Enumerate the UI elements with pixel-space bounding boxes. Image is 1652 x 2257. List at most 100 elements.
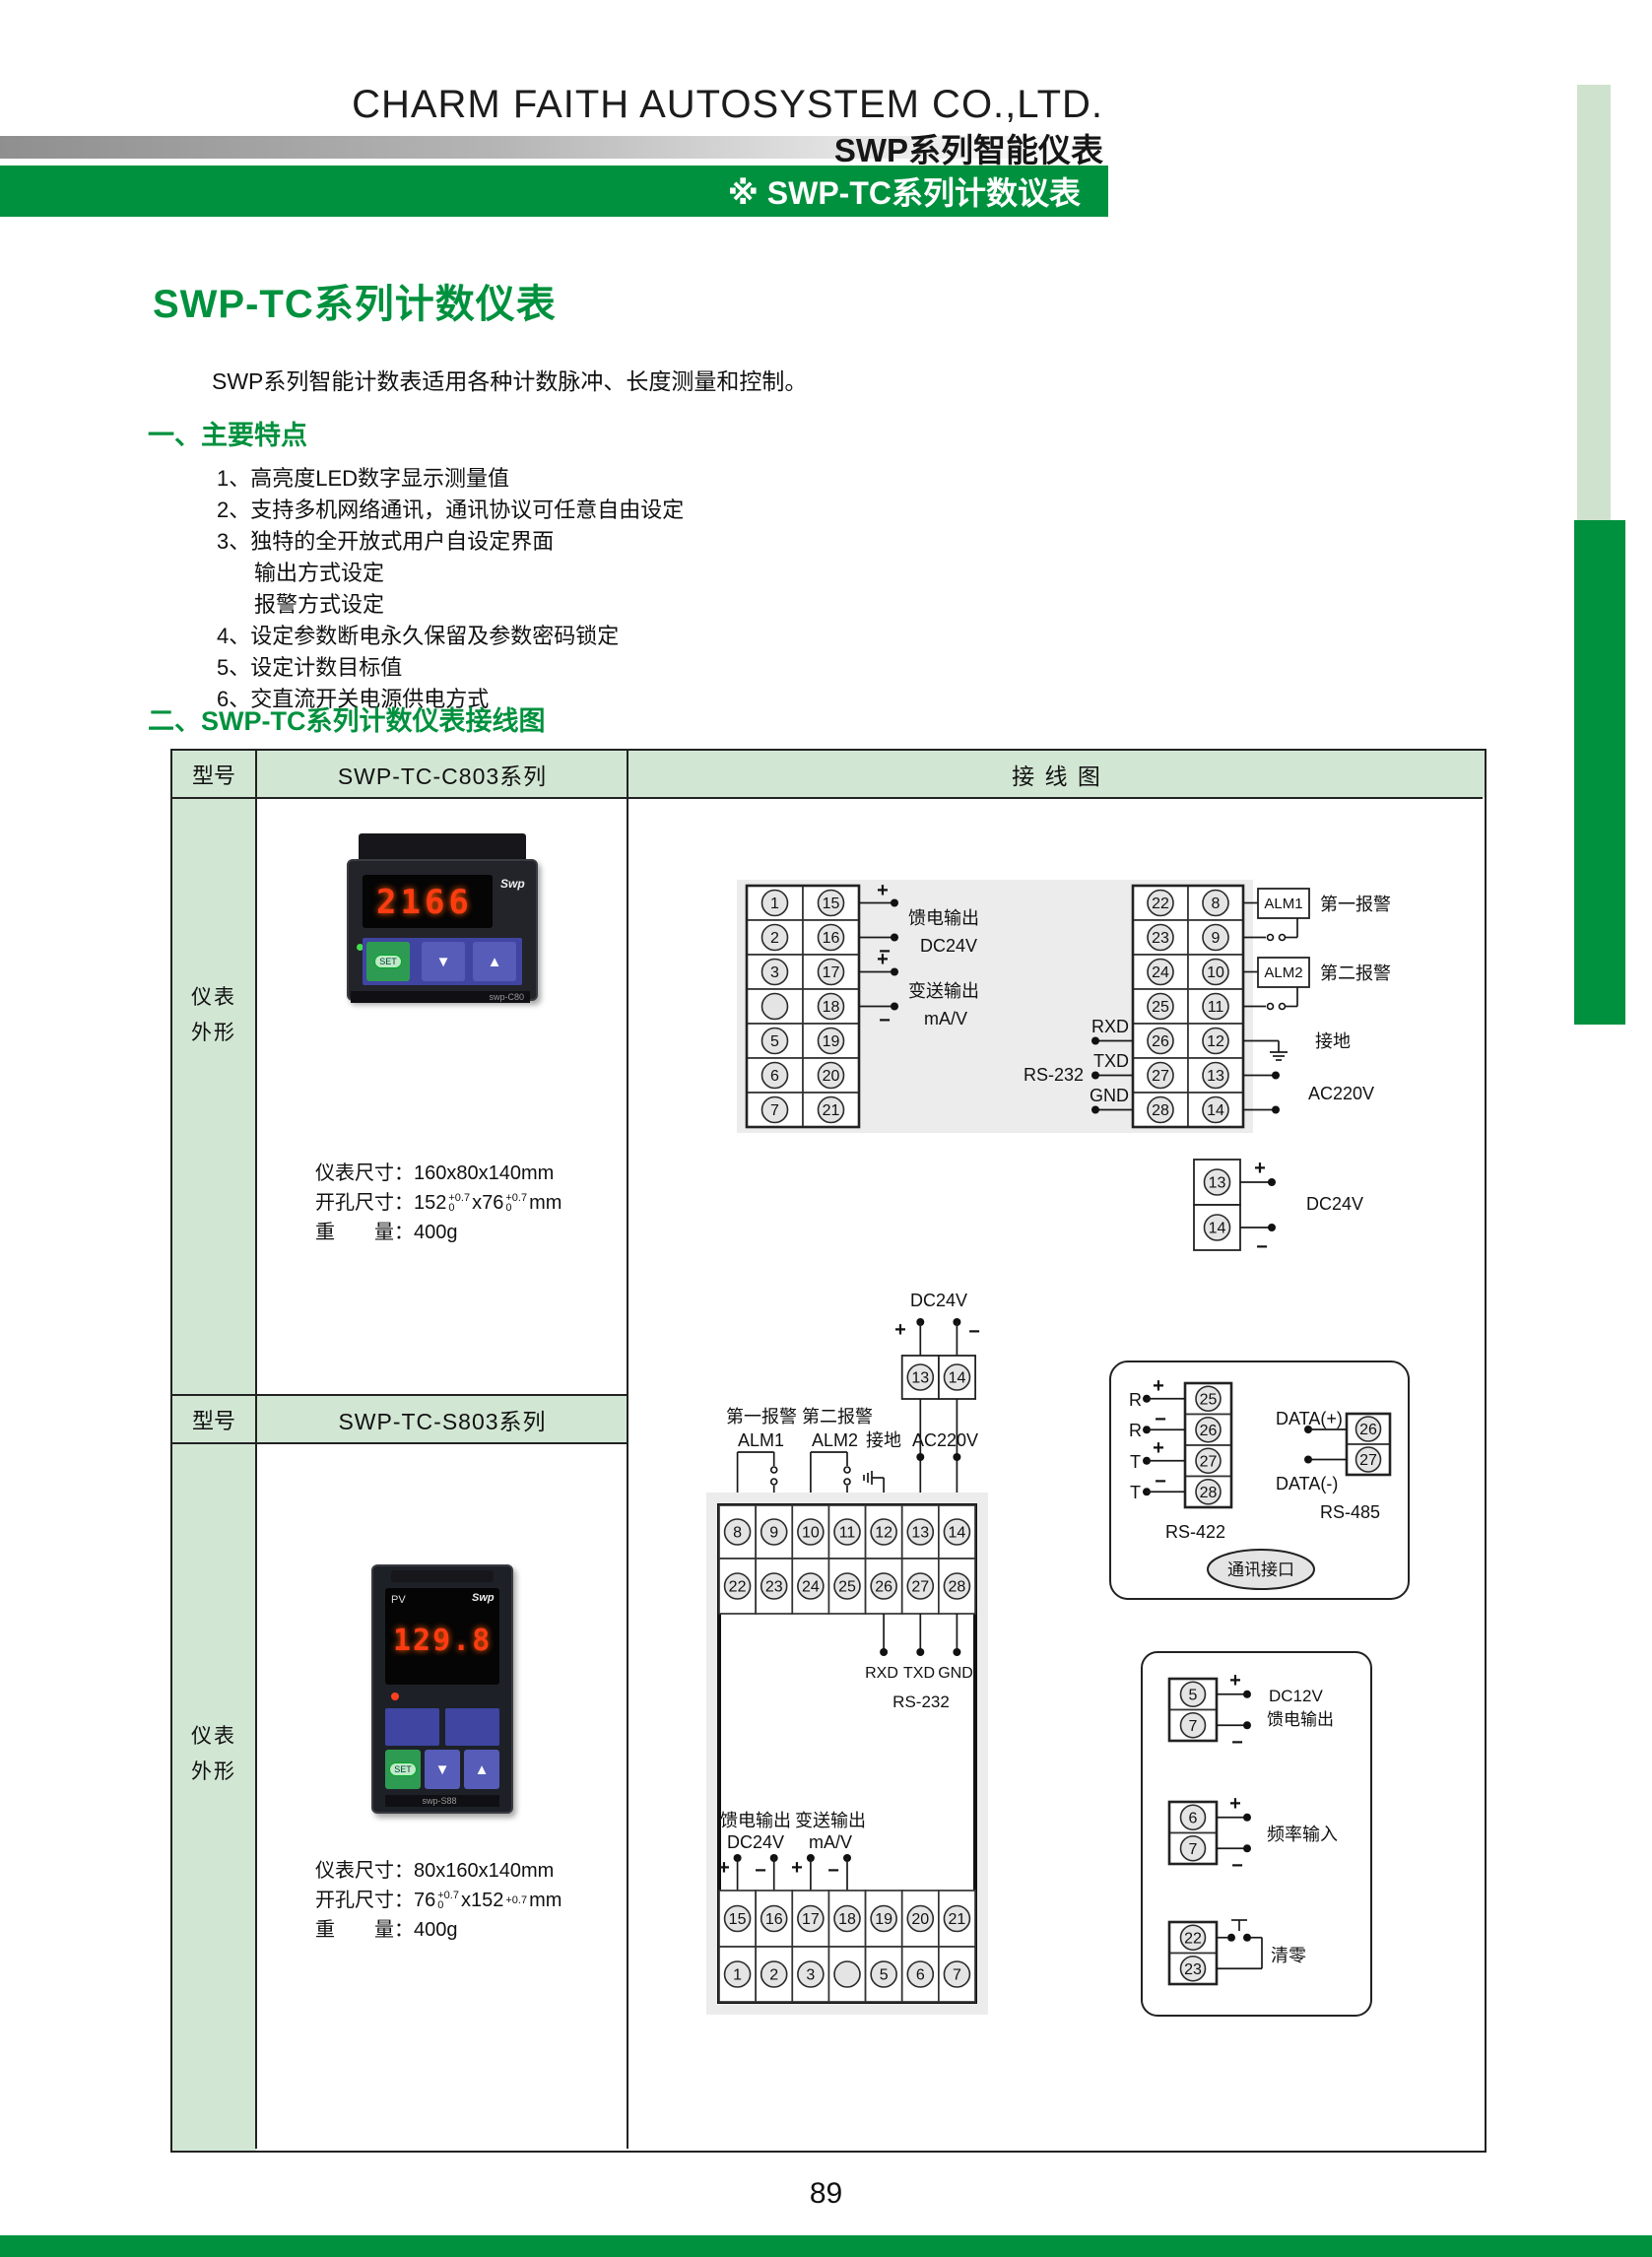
terminal: 3 xyxy=(791,1946,830,2003)
svg-text:12: 12 xyxy=(875,1525,892,1542)
wiring-column-header: 接 线 图 xyxy=(1012,763,1102,789)
terminal: 7 xyxy=(938,1946,976,2003)
terminal: 11 xyxy=(1187,988,1244,1025)
terminal: 22 xyxy=(718,1558,757,1615)
svg-text:11: 11 xyxy=(1208,999,1224,1016)
svg-text:7: 7 xyxy=(1189,1841,1198,1858)
rs232-label: RS-232 xyxy=(1024,1065,1084,1085)
ac220v-wires xyxy=(1243,1071,1280,1114)
feature-item: 4、设定参数断电永久保留及参数密码锁定 xyxy=(217,624,620,648)
page-title: SWP-TC系列计数仪表 xyxy=(153,283,557,326)
svg-text:23: 23 xyxy=(765,1579,783,1596)
terminal: 14 xyxy=(1187,1092,1244,1128)
wiring-diagram-s803: DC24V + − 13 14 第一报警 第二报警 ALM1 ALM2 接地 A… xyxy=(706,1291,988,2015)
plus-sign: + xyxy=(1153,1375,1164,1397)
svg-text:17: 17 xyxy=(823,964,840,981)
table-vline-1 xyxy=(255,749,257,2149)
ground-label: 接地 xyxy=(866,1430,901,1450)
terminal xyxy=(827,1946,867,2003)
plus-sign: + xyxy=(791,1857,803,1879)
svg-text:5: 5 xyxy=(1189,1687,1198,1703)
plus-sign: + xyxy=(1229,1670,1241,1692)
dc24v-label: DC24V xyxy=(1306,1194,1363,1214)
terminal: 21 xyxy=(938,1890,976,1948)
terminal: 27 xyxy=(900,1558,940,1615)
mav-label: mA/V xyxy=(809,1832,852,1852)
svg-text:25: 25 xyxy=(1200,1391,1218,1408)
rs422-label: RS-422 xyxy=(1165,1522,1225,1542)
alm1-label: ALM1 xyxy=(1264,896,1302,912)
status-led xyxy=(357,944,363,951)
feed-output-label: 馈电输出 xyxy=(1267,1710,1334,1729)
set-button: SET xyxy=(366,942,410,981)
terminal: 25 xyxy=(1184,1382,1232,1416)
svg-text:5: 5 xyxy=(770,1033,779,1050)
svg-text:22: 22 xyxy=(1152,896,1169,912)
r-label: R xyxy=(1129,1421,1142,1440)
down-arrow-icon: ▼ xyxy=(435,953,451,970)
output-wires xyxy=(733,1854,851,1891)
set-button: SET xyxy=(385,1750,421,1789)
svg-text:7: 7 xyxy=(1189,1718,1198,1735)
terminal: 23 xyxy=(1168,1952,1218,1985)
svg-text:24: 24 xyxy=(802,1579,820,1596)
svg-text:16: 16 xyxy=(823,930,840,947)
dc12v-label: DC12V xyxy=(1269,1687,1323,1705)
minus-sign: − xyxy=(1155,1409,1166,1430)
svg-text:1: 1 xyxy=(733,1967,742,1984)
feature-item: 2、支持多机网络通讯，通讯协议可任意自由设定 xyxy=(217,498,685,522)
svg-text:19: 19 xyxy=(875,1911,892,1928)
terminal-14: 14 xyxy=(949,1370,966,1387)
table-vline-2 xyxy=(627,749,628,2149)
minus-sign: − xyxy=(1256,1236,1268,1258)
svg-text:27: 27 xyxy=(1152,1068,1169,1085)
down-button: ▼ xyxy=(422,942,465,981)
txd-label: TXD xyxy=(1093,1051,1129,1071)
t-label: T xyxy=(1130,1483,1141,1502)
feature-subitem: 输出方式设定 xyxy=(254,561,385,585)
feature-item: 1、高亮度LED数字显示测量值 xyxy=(217,466,510,491)
ground-label: 接地 xyxy=(1315,1031,1351,1051)
svg-text:18: 18 xyxy=(823,999,840,1016)
svg-text:13: 13 xyxy=(1207,1068,1224,1085)
brand-logo: Swp xyxy=(500,877,525,891)
svg-text:7: 7 xyxy=(953,1967,961,1984)
terminal: 5 xyxy=(746,1023,804,1059)
dc24v-wires xyxy=(916,1318,961,1356)
key-panel-left xyxy=(385,1708,439,1746)
down-button: ▼ xyxy=(425,1750,460,1789)
svg-text:6: 6 xyxy=(1189,1810,1198,1826)
svg-text:21: 21 xyxy=(949,1911,966,1928)
dc12v-terminals: 57 xyxy=(1168,1678,1218,1742)
terminal: 22 xyxy=(1168,1921,1218,1955)
svg-text:14: 14 xyxy=(1207,1102,1224,1119)
svg-text:12: 12 xyxy=(1207,1033,1224,1050)
terminal: 1 xyxy=(718,1946,757,2003)
svg-text:15: 15 xyxy=(729,1911,747,1928)
plus-sign: + xyxy=(1153,1437,1164,1459)
alm1-label: ALM1 xyxy=(738,1430,784,1450)
svg-text:6: 6 xyxy=(770,1068,779,1085)
terminal: 6 xyxy=(900,1946,940,2003)
terminal-14: 14 xyxy=(1209,1221,1226,1237)
minus-sign: − xyxy=(755,1860,766,1882)
table-border xyxy=(170,749,1487,2153)
terminal: 17 xyxy=(802,954,860,990)
wiring-heading: 二、SWP-TC系列计数仪表接线图 xyxy=(148,706,546,736)
svg-text:9: 9 xyxy=(769,1525,778,1542)
feed-output-wires xyxy=(859,898,898,1011)
terminal: 3 xyxy=(746,954,804,990)
alm2-label: ALM2 xyxy=(1264,964,1302,981)
svg-text:8: 8 xyxy=(1212,896,1221,912)
terminal: 13 xyxy=(900,1504,940,1560)
pv-label: PV xyxy=(391,1594,406,1606)
svg-text:5: 5 xyxy=(880,1967,889,1984)
terminal: 10 xyxy=(1187,954,1244,990)
